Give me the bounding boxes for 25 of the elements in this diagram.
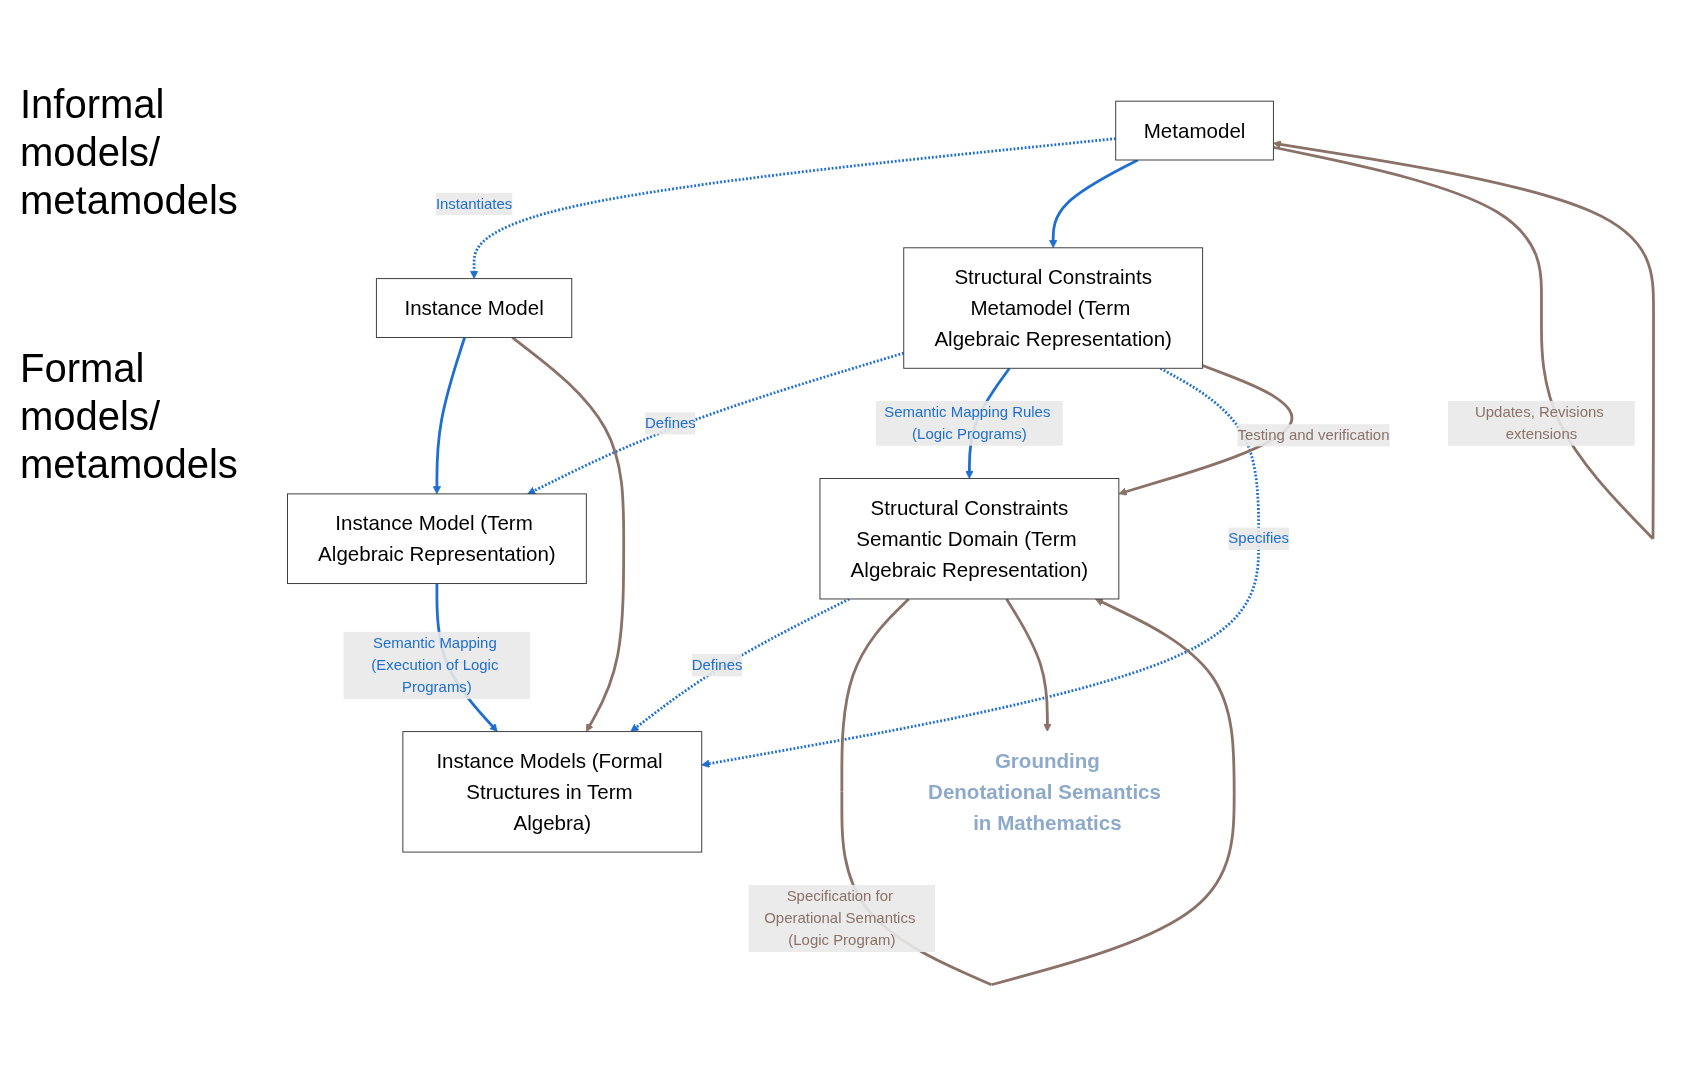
node-box: Instance Model	[375, 278, 573, 338]
arrow	[630, 597, 850, 732]
edge-label: Defines	[691, 656, 743, 673]
node-box: Instance Models (Formal Structures in Term Algebra)	[402, 731, 703, 853]
arrow	[1118, 364, 1294, 496]
edge-label: Semantic Mapping (Execution of Logic Programs)	[371, 634, 499, 696]
edge-label: Testing and verification	[1237, 426, 1390, 443]
node-box: Metamodel	[1115, 100, 1274, 161]
arrow	[470, 137, 1116, 279]
section-label: Formal models/ metamodels	[20, 345, 239, 488]
edge-label: Semantic Mapping Rules (Logic Programs)	[884, 403, 1051, 443]
arrow	[527, 351, 905, 495]
node-box: Structural Constraints Semantic Domain (Term Algebraic Representation)	[819, 478, 1120, 600]
section-label: Informal models/ metamodels	[20, 81, 239, 224]
node-box: Structural Constraints Metamodel (Term Algebraic Representation)	[903, 247, 1204, 369]
arrow	[432, 337, 466, 495]
arrow	[511, 336, 626, 732]
edge-label: Specification for Operational Semantics (Logic Program)	[764, 887, 916, 949]
edge-label: Specifies	[1228, 530, 1289, 547]
edge-label: Instantiates	[435, 195, 513, 212]
node-box: Instance Model (Term Algebraic Representation)	[287, 493, 587, 585]
node-text: Grounding Denotational Semantics in Mathematics	[928, 749, 1161, 835]
edge-label: Defines	[645, 414, 696, 431]
arrow	[1005, 598, 1052, 732]
edge-label: Updates, Revisions extensions	[1474, 403, 1604, 443]
